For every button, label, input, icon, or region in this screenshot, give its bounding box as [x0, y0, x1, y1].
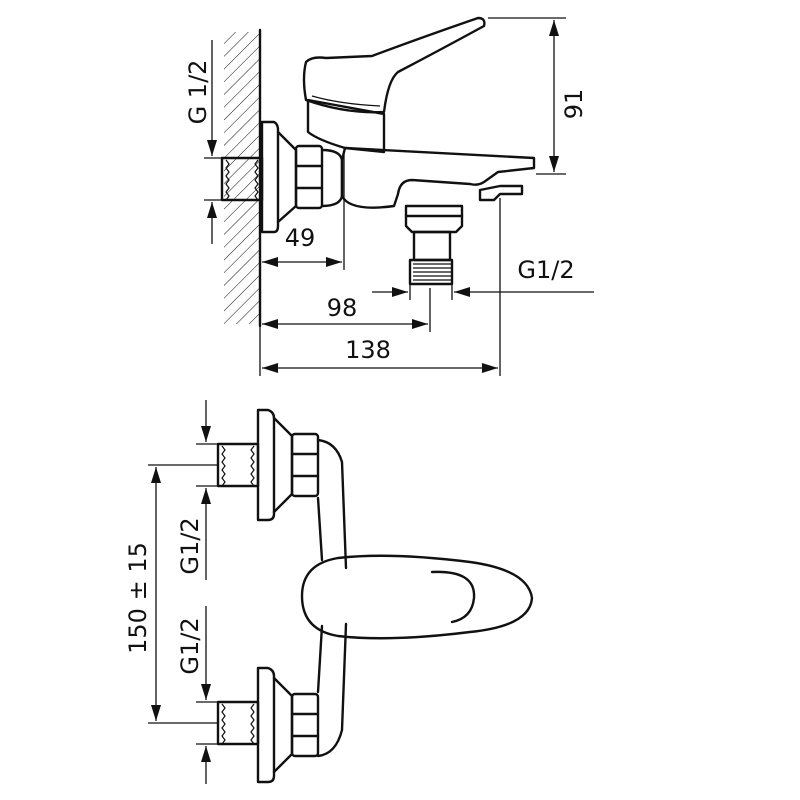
front-view: G1/2 G1/2 150 ± 15: [124, 400, 534, 784]
dim-outlet-thread-label: G1/2: [517, 256, 574, 284]
dim-body-depth-label: 49: [285, 224, 316, 252]
mixer-body: [340, 146, 536, 209]
dim-spacing-label: 150 ± 15: [124, 542, 152, 654]
flange: [260, 120, 280, 234]
dim-outlet-offset: 98: [262, 288, 431, 332]
lower-inlet-thread: [216, 700, 260, 746]
upper-flange-cone: [272, 416, 294, 514]
lower-flange-cone: [272, 676, 294, 774]
dim-inlet-thread: G 1/2: [184, 40, 222, 244]
upper-flange: [256, 408, 276, 522]
dim-inlet-thread-label: G 1/2: [184, 60, 212, 125]
union-nut: [294, 144, 324, 210]
upper-union-nut: [290, 432, 320, 498]
lower-flange: [256, 666, 276, 784]
front-lever-detail: [430, 570, 476, 624]
outlet-fitting: [404, 204, 464, 286]
wall-hatching: [224, 32, 260, 324]
dim-total-depth: 138: [259, 198, 501, 376]
cartridge-housing: [306, 98, 386, 154]
diverter-knob: [478, 184, 524, 202]
upper-inlet-thread: [216, 442, 260, 488]
lever-handle-detail: [311, 95, 381, 107]
mixer-column-left: [316, 496, 324, 694]
connector-body: [320, 148, 344, 208]
dim-outlet-thread: G1/2: [372, 256, 594, 300]
dim-upper-thread-label: G1/2: [176, 517, 204, 574]
lower-union-nut: [290, 692, 320, 758]
dim-lower-thread: G1/2: [176, 606, 218, 784]
dim-upper-thread: G1/2: [176, 400, 218, 580]
dim-height: 91: [488, 17, 588, 175]
mixer-column: [316, 438, 348, 758]
lever-handle: [302, 16, 486, 114]
dim-total-depth-label: 138: [345, 336, 391, 364]
side-view: 91 G 1/2 49 G1/2: [184, 16, 594, 376]
dim-lower-thread-label: G1/2: [176, 617, 204, 674]
flange-cone: [276, 130, 298, 224]
dim-spacing: 150 ± 15: [124, 464, 218, 724]
front-lever-handle: [300, 554, 534, 640]
dim-height-label: 91: [560, 89, 588, 120]
dim-body-depth: 49: [262, 150, 345, 270]
dim-outlet-offset-label: 98: [327, 294, 358, 322]
